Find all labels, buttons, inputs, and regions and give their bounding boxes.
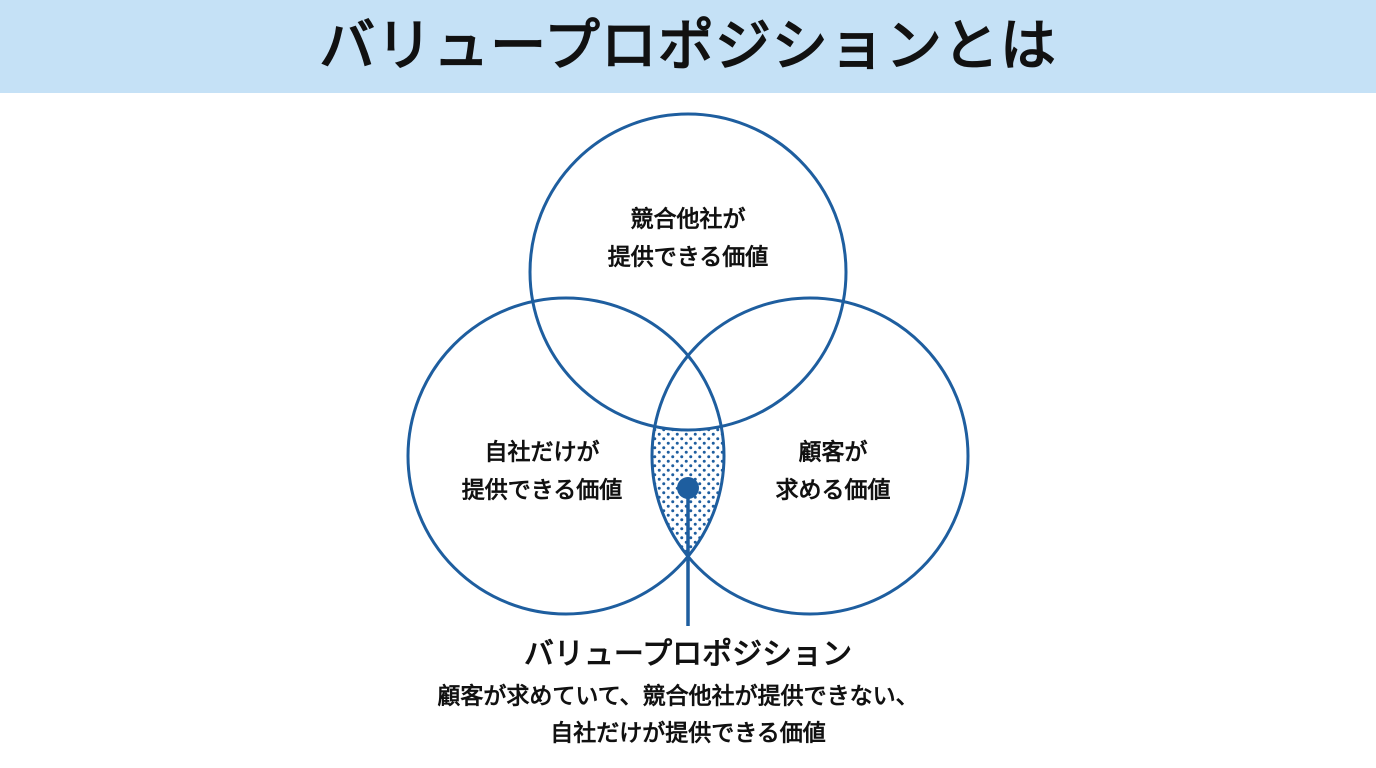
value-proposition-marker (677, 477, 699, 499)
customer-label-line1: 顧客が (798, 439, 868, 466)
circle-competitor (528, 112, 848, 432)
self-label-line1: 自社だけが (484, 439, 600, 466)
circle-customer (650, 296, 970, 616)
competitor-label-line1: 競合他社が (630, 206, 746, 233)
header-band (0, 0, 1376, 93)
self-label-line2: 提供できる価値 (461, 477, 623, 504)
customer-label-line2: 求める価値 (775, 477, 891, 504)
callout-description-line1: 顧客が求めていて、競合他社が提供できない、 (437, 683, 919, 710)
circle-self (406, 296, 726, 616)
page-title: バリュープロポジションとは (319, 14, 1057, 79)
competitor-label-line2: 提供できる価値 (607, 244, 769, 271)
callout-description-line2: 自社だけが提供できる価値 (550, 720, 826, 747)
callout-heading: バリュープロポジション (523, 637, 853, 672)
